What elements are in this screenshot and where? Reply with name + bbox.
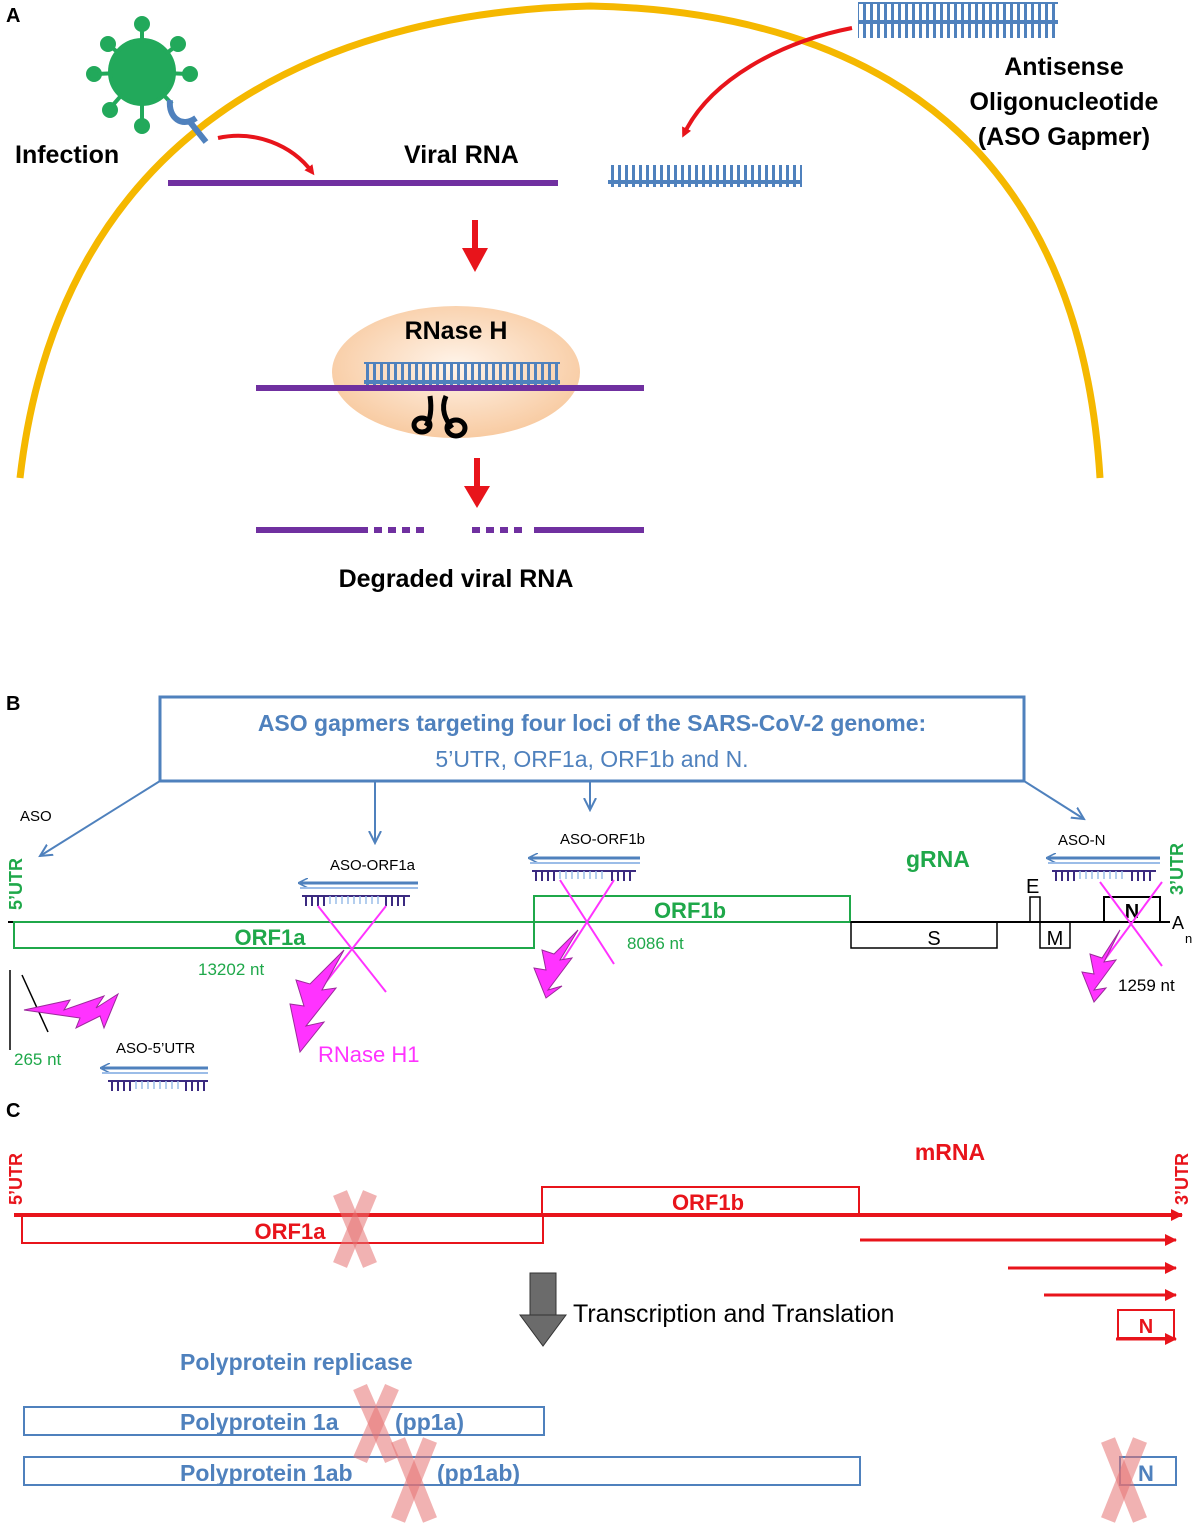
aso-orf1b-glyph: ASO-ORF1b: [530, 831, 645, 881]
pp1ab-name: Polyprotein 1ab: [180, 1460, 353, 1486]
mrna-label: mRNA: [915, 1139, 985, 1165]
aso-5utr-label: ASO-5’UTR: [116, 1040, 195, 1057]
aso-target-title: ASO gapmers targeting four loci of the S…: [258, 710, 926, 736]
panel-c: C 5’UTR 3’UTR mRNA ORF1a ORF1b N Transcr…: [6, 1100, 1192, 1523]
receptor-icon: [166, 99, 209, 144]
down-arrow-1: [462, 220, 488, 272]
polya-label: A: [1172, 913, 1184, 933]
cell-membrane: [16, 2, 1104, 479]
panel-a-label: A: [6, 5, 20, 27]
n-box-c: [1117, 1309, 1175, 1339]
aso-target-subtitle: 5’UTR, ORF1a, ORF1b and N.: [435, 746, 748, 772]
aso-label-line1: Antisense: [1004, 53, 1124, 81]
panel-b-label: B: [6, 693, 20, 715]
cut-mark-5utr: [9, 970, 120, 1050]
rnase-bolt-orf1b: [533, 929, 579, 999]
aso-gapmer-top: [858, 2, 1058, 38]
transcription-arrow: [519, 1272, 567, 1347]
cross-mark-n: [1101, 1437, 1147, 1523]
orf1b-box-c: [541, 1186, 860, 1216]
utr5-label-b: 5’UTR: [6, 858, 26, 910]
pointer-arrow-5utr: [40, 780, 161, 856]
n-protein-label: N: [1138, 1461, 1154, 1486]
aso-gapmer-cell: [608, 165, 802, 187]
rnase-bolt-orf1a: [289, 949, 345, 1054]
orf1a-label-c: ORF1a: [255, 1219, 327, 1244]
rnase-bolt-n: [1081, 929, 1121, 1003]
n-label-c: N: [1139, 1316, 1153, 1338]
aso-small-label: ASO: [20, 808, 52, 825]
aso-label-line2: Oligonucleotide: [970, 88, 1159, 116]
orf1a-label-b: ORF1a: [235, 925, 307, 950]
panel-a: A Infection Viral RNA Antisense Oligonuc…: [6, 2, 1159, 593]
replicase-label: Polyprotein replicase: [180, 1349, 413, 1375]
pp1ab-box: [23, 1456, 861, 1486]
pp1a-abbr: (pp1a): [395, 1409, 464, 1435]
cross-mark-orf1a: [333, 1190, 377, 1268]
aso-n-glyph: ASO-N: [1048, 832, 1160, 881]
panel-c-label: C: [6, 1100, 20, 1122]
aso-5utr-glyph: ASO-5’UTR: [102, 1040, 208, 1091]
transcription-label: Transcription and Translation: [573, 1300, 894, 1328]
aso-orf1a-label: ASO-ORF1a: [330, 857, 416, 874]
utr5-label-c: 5’UTR: [6, 1153, 26, 1205]
cross-mark-pp1ab: [391, 1437, 437, 1523]
aso-orf1a-glyph: ASO-ORF1a: [300, 857, 418, 906]
gene-m-box: [1039, 921, 1071, 949]
pp1ab-abbr: (pp1ab): [437, 1460, 520, 1486]
aso-entry-arrow: [682, 26, 853, 138]
gene-e-label: E: [1026, 876, 1039, 898]
cut-mark-orf1b: [559, 879, 615, 965]
infection-arrow: [217, 133, 315, 176]
down-arrow-2: [464, 458, 490, 508]
orf1a-box-b: [13, 921, 535, 949]
pp1a-name: Polyprotein 1a: [180, 1409, 339, 1435]
rnase-h1-label: RNase H1: [318, 1042, 419, 1067]
orf1b-box-b: [533, 895, 851, 923]
pp1a-box: [23, 1406, 545, 1436]
len-orf1b: 8086 nt: [627, 934, 684, 953]
panel-b: B ASO gapmers targeting four loci of the…: [6, 693, 1192, 1091]
utr3-label-c: 3’UTR: [1172, 1153, 1192, 1205]
aso-gapmer-bound: [364, 362, 560, 386]
orf1b-label-b: ORF1b: [654, 898, 726, 923]
virus-icon: [86, 16, 198, 134]
viral-rna-label: Viral RNA: [404, 141, 519, 169]
cut-mark-n: [1099, 881, 1163, 967]
cross-mark-pp1a: [353, 1383, 399, 1464]
orf1b-label-c: ORF1b: [672, 1190, 744, 1215]
len-orf1a: 13202 nt: [198, 960, 264, 979]
len-5utr: 265 nt: [14, 1050, 62, 1069]
rnase-h-label: RNase H: [405, 317, 508, 345]
degraded-label: Degraded viral RNA: [339, 565, 574, 593]
aso-n-label: ASO-N: [1058, 832, 1106, 849]
aso-label-line3: (ASO Gapmer): [978, 123, 1150, 151]
polya-sub-label: n: [1185, 931, 1192, 946]
grna-label: gRNA: [906, 846, 970, 872]
len-n: 1259 nt: [1118, 976, 1175, 995]
orf1a-box-c: [21, 1214, 544, 1244]
gene-s-box: [850, 921, 998, 949]
gene-s-label: S: [927, 928, 940, 950]
rnase-bolt-5utr: [23, 992, 120, 1030]
gene-m-label: M: [1047, 928, 1064, 950]
aso-target-box: [158, 695, 1026, 783]
aso-orf1b-label: ASO-ORF1b: [560, 831, 645, 848]
utr3-label-b: 3’UTR: [1167, 843, 1187, 895]
scissors-icon: [411, 395, 468, 439]
pointer-arrow-n: [1023, 780, 1084, 819]
gene-e-box: [1029, 896, 1041, 923]
infection-label: Infection: [15, 141, 119, 169]
